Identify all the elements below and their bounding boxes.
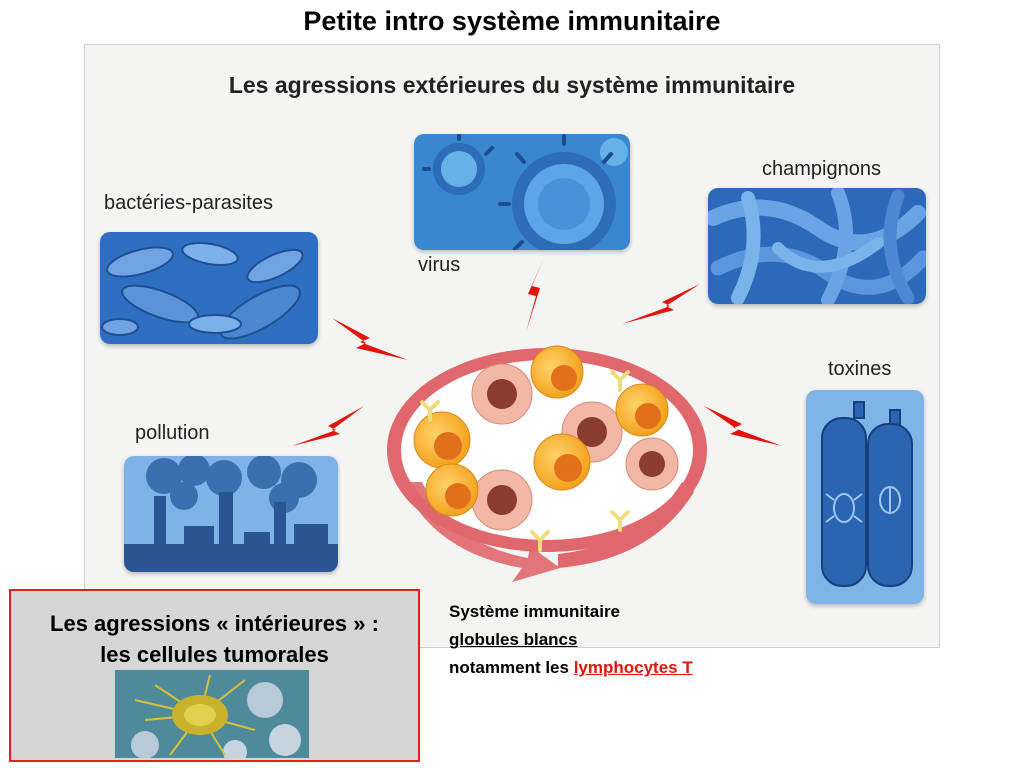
lymphocytes-prefix: notamment les xyxy=(449,658,574,677)
white-blood-cells-caption: globules blancs xyxy=(449,630,578,649)
virus-image xyxy=(414,134,630,250)
virus-label: virus xyxy=(418,254,461,276)
fungi-label: champignons xyxy=(762,158,881,180)
lymphocytes-caption: notamment les lymphocytes T xyxy=(449,658,693,678)
immune-system-caption: Système immunitaire xyxy=(449,602,621,621)
pollution-attack-bolt-icon xyxy=(292,406,364,446)
bacteria-image xyxy=(100,232,318,344)
toxins-label: toxines xyxy=(828,358,892,380)
lymphocytes-highlight: lymphocytes T xyxy=(573,658,693,677)
tumor-cells-line1: Les agressions « intérieures » : xyxy=(50,611,379,636)
bacteria-label: bactéries-parasites xyxy=(104,192,273,214)
toxins-image xyxy=(806,390,924,604)
immune-system-illustration xyxy=(387,345,707,582)
fungi-image xyxy=(708,188,926,304)
bacteria-attack-bolt-icon xyxy=(332,318,408,360)
slide-title: Petite intro système immunitaire xyxy=(303,6,721,36)
virus-attack-bolt-icon xyxy=(526,258,544,332)
tumor-cells-line2: les cellules tumorales xyxy=(100,642,329,667)
panel-title: Les agressions extérieures du système im… xyxy=(228,72,796,98)
tumor-cell-image xyxy=(115,670,309,758)
toxins-attack-bolt-icon xyxy=(704,406,782,446)
pollution-label: pollution xyxy=(135,422,210,444)
tumor-cells-text: Les agressions « intérieures » : les cel… xyxy=(11,608,418,670)
fungi-attack-bolt-icon xyxy=(622,284,700,324)
pollution-image xyxy=(124,456,338,572)
